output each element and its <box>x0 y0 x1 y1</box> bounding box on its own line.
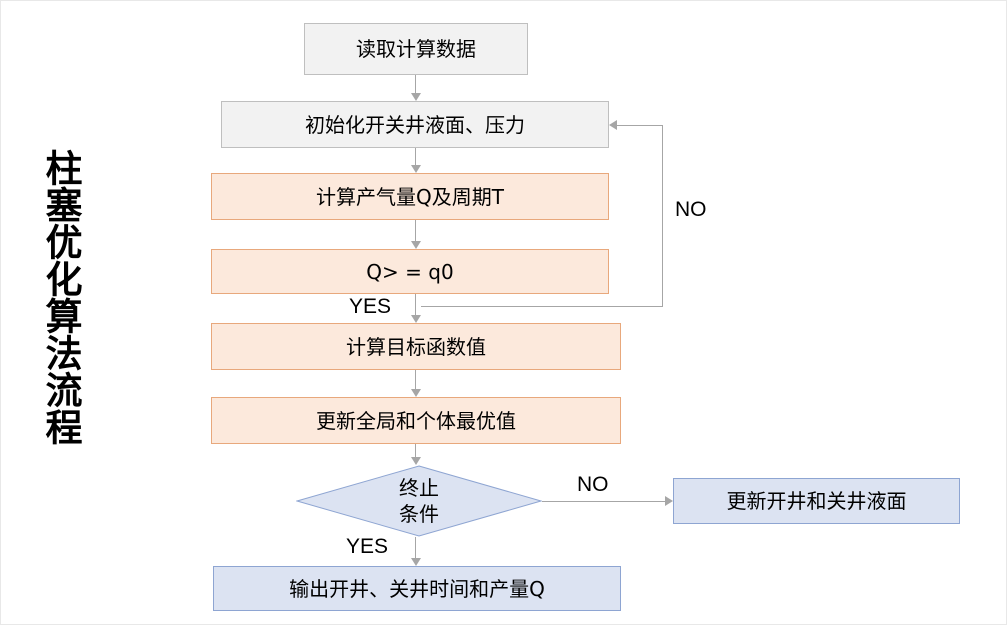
arrow-stop-no-icon <box>665 496 673 506</box>
node-calc-q-t[interactable]: 计算产气量Q及周期T <box>211 173 609 220</box>
node-read-data[interactable]: 读取计算数据 <box>304 23 528 75</box>
connector-condition-yes-to-objective <box>415 294 416 315</box>
edge-label-condition-no: NO <box>675 198 707 221</box>
connector-stop-yes-vertical <box>415 537 416 558</box>
connector-initialize-to-calc <box>415 148 416 165</box>
diagram-vertical-title: 柱塞优化算法流程 <box>39 149 82 445</box>
arrow-condition-no-icon <box>609 120 617 130</box>
arrow-stop-yes-icon <box>411 558 421 566</box>
connector-update-to-stop <box>415 444 416 457</box>
node-initialize[interactable]: 初始化开关井液面、压力 <box>221 101 609 148</box>
node-update-levels[interactable]: 更新开井和关井液面 <box>673 478 960 524</box>
connector-read-to-initialize <box>415 75 416 93</box>
connector-calc-to-condition <box>415 220 416 241</box>
diamond-shape-icon <box>296 465 542 537</box>
node-stop-condition[interactable]: 终止 条件 <box>296 465 542 537</box>
node-output-result[interactable]: 输出开井、关井时间和产量Q <box>213 566 621 611</box>
edge-label-stop-yes: YES <box>346 535 389 558</box>
arrow-condition-yes-icon <box>411 315 421 323</box>
node-condition-q[interactable]: Q> = q0 <box>211 249 609 294</box>
arrow-calc-to-condition-icon <box>411 241 421 249</box>
connector-condition-no-return <box>617 125 663 126</box>
node-update-best[interactable]: 更新全局和个体最优值 <box>211 397 621 444</box>
connector-condition-no-horizontal <box>421 306 663 307</box>
arrow-initialize-to-calc-icon <box>411 165 421 173</box>
arrow-read-to-initialize-icon <box>411 93 421 101</box>
connector-stop-no-horizontal <box>542 501 665 502</box>
connector-condition-no-vertical <box>662 125 663 307</box>
arrow-objective-to-update-icon <box>411 389 421 397</box>
edge-label-condition-yes: YES <box>349 295 392 318</box>
arrow-update-to-stop-icon <box>411 457 421 465</box>
node-calc-objective[interactable]: 计算目标函数值 <box>211 323 621 370</box>
edge-label-stop-no: NO <box>577 473 609 496</box>
connector-objective-to-update <box>415 370 416 389</box>
